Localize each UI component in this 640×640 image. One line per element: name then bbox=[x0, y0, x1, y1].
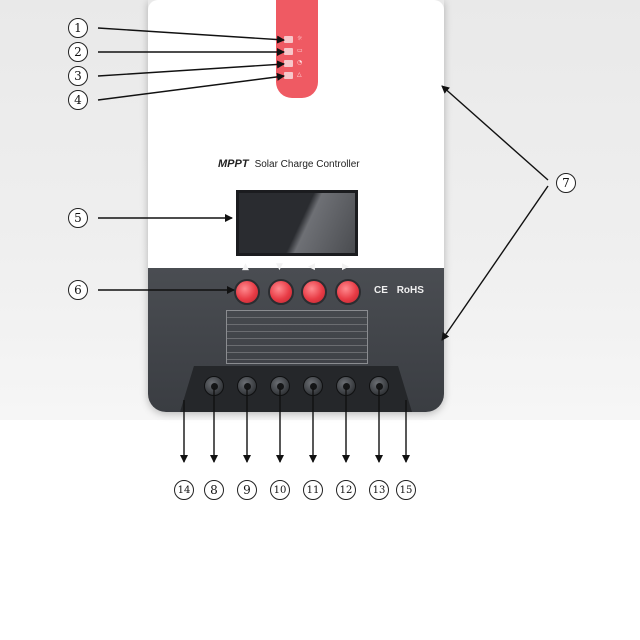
product-label: Solar Charge Controller bbox=[254, 159, 360, 170]
leader-7b bbox=[441, 185, 549, 341]
callout-3: 3 bbox=[68, 66, 88, 86]
callout-2: 2 bbox=[68, 42, 88, 62]
leader-1 bbox=[97, 27, 285, 44]
certification-marks: CE RoHS bbox=[374, 285, 424, 296]
callout-5: 5 bbox=[68, 208, 88, 228]
right-button[interactable] bbox=[335, 279, 361, 305]
led-3 bbox=[284, 60, 293, 67]
callout-8: 8 bbox=[204, 480, 224, 500]
callout-13: 13 bbox=[369, 480, 389, 500]
up-button[interactable] bbox=[234, 279, 260, 305]
callout-6: 6 bbox=[68, 280, 88, 300]
callout-14: 14 bbox=[174, 480, 194, 500]
rohs-mark: RoHS bbox=[396, 285, 424, 296]
down-arrow-icon: ▼ bbox=[276, 262, 283, 272]
up-arrow-icon: ▲ bbox=[242, 262, 249, 272]
load-icon: ◔ bbox=[297, 59, 303, 66]
callout-15: 15 bbox=[396, 480, 416, 500]
left-arrow-icon: ◀ bbox=[308, 262, 315, 272]
right-arrow-icon: ▶ bbox=[342, 262, 349, 272]
callout-10: 10 bbox=[270, 480, 290, 500]
battery-icon: ▭ bbox=[297, 47, 303, 54]
leader-3 bbox=[97, 60, 285, 77]
ce-mark: CE bbox=[374, 285, 388, 296]
led-indicator-strip: ☼ ▭ ◔ △ bbox=[276, 0, 318, 98]
warning-icon: △ bbox=[297, 71, 302, 78]
lcd-screen bbox=[236, 190, 358, 256]
callout-11: 11 bbox=[303, 480, 323, 500]
led-2 bbox=[284, 48, 293, 55]
callout-7: 7 bbox=[556, 173, 576, 193]
brand-label: MPPT bbox=[218, 158, 249, 170]
led-1 bbox=[284, 36, 293, 43]
callout-9: 9 bbox=[237, 480, 257, 500]
left-button[interactable] bbox=[301, 279, 327, 305]
callout-1: 1 bbox=[68, 18, 88, 38]
led-4 bbox=[284, 72, 293, 79]
spec-label-plate bbox=[226, 310, 368, 364]
controller-title: MPPT Solar Charge Controller bbox=[218, 158, 418, 170]
pv-icon: ☼ bbox=[297, 35, 303, 42]
leader-4 bbox=[97, 72, 285, 101]
callout-12: 12 bbox=[336, 480, 356, 500]
callout-4: 4 bbox=[68, 90, 88, 110]
leader-7a bbox=[441, 85, 549, 181]
down-button[interactable] bbox=[268, 279, 294, 305]
